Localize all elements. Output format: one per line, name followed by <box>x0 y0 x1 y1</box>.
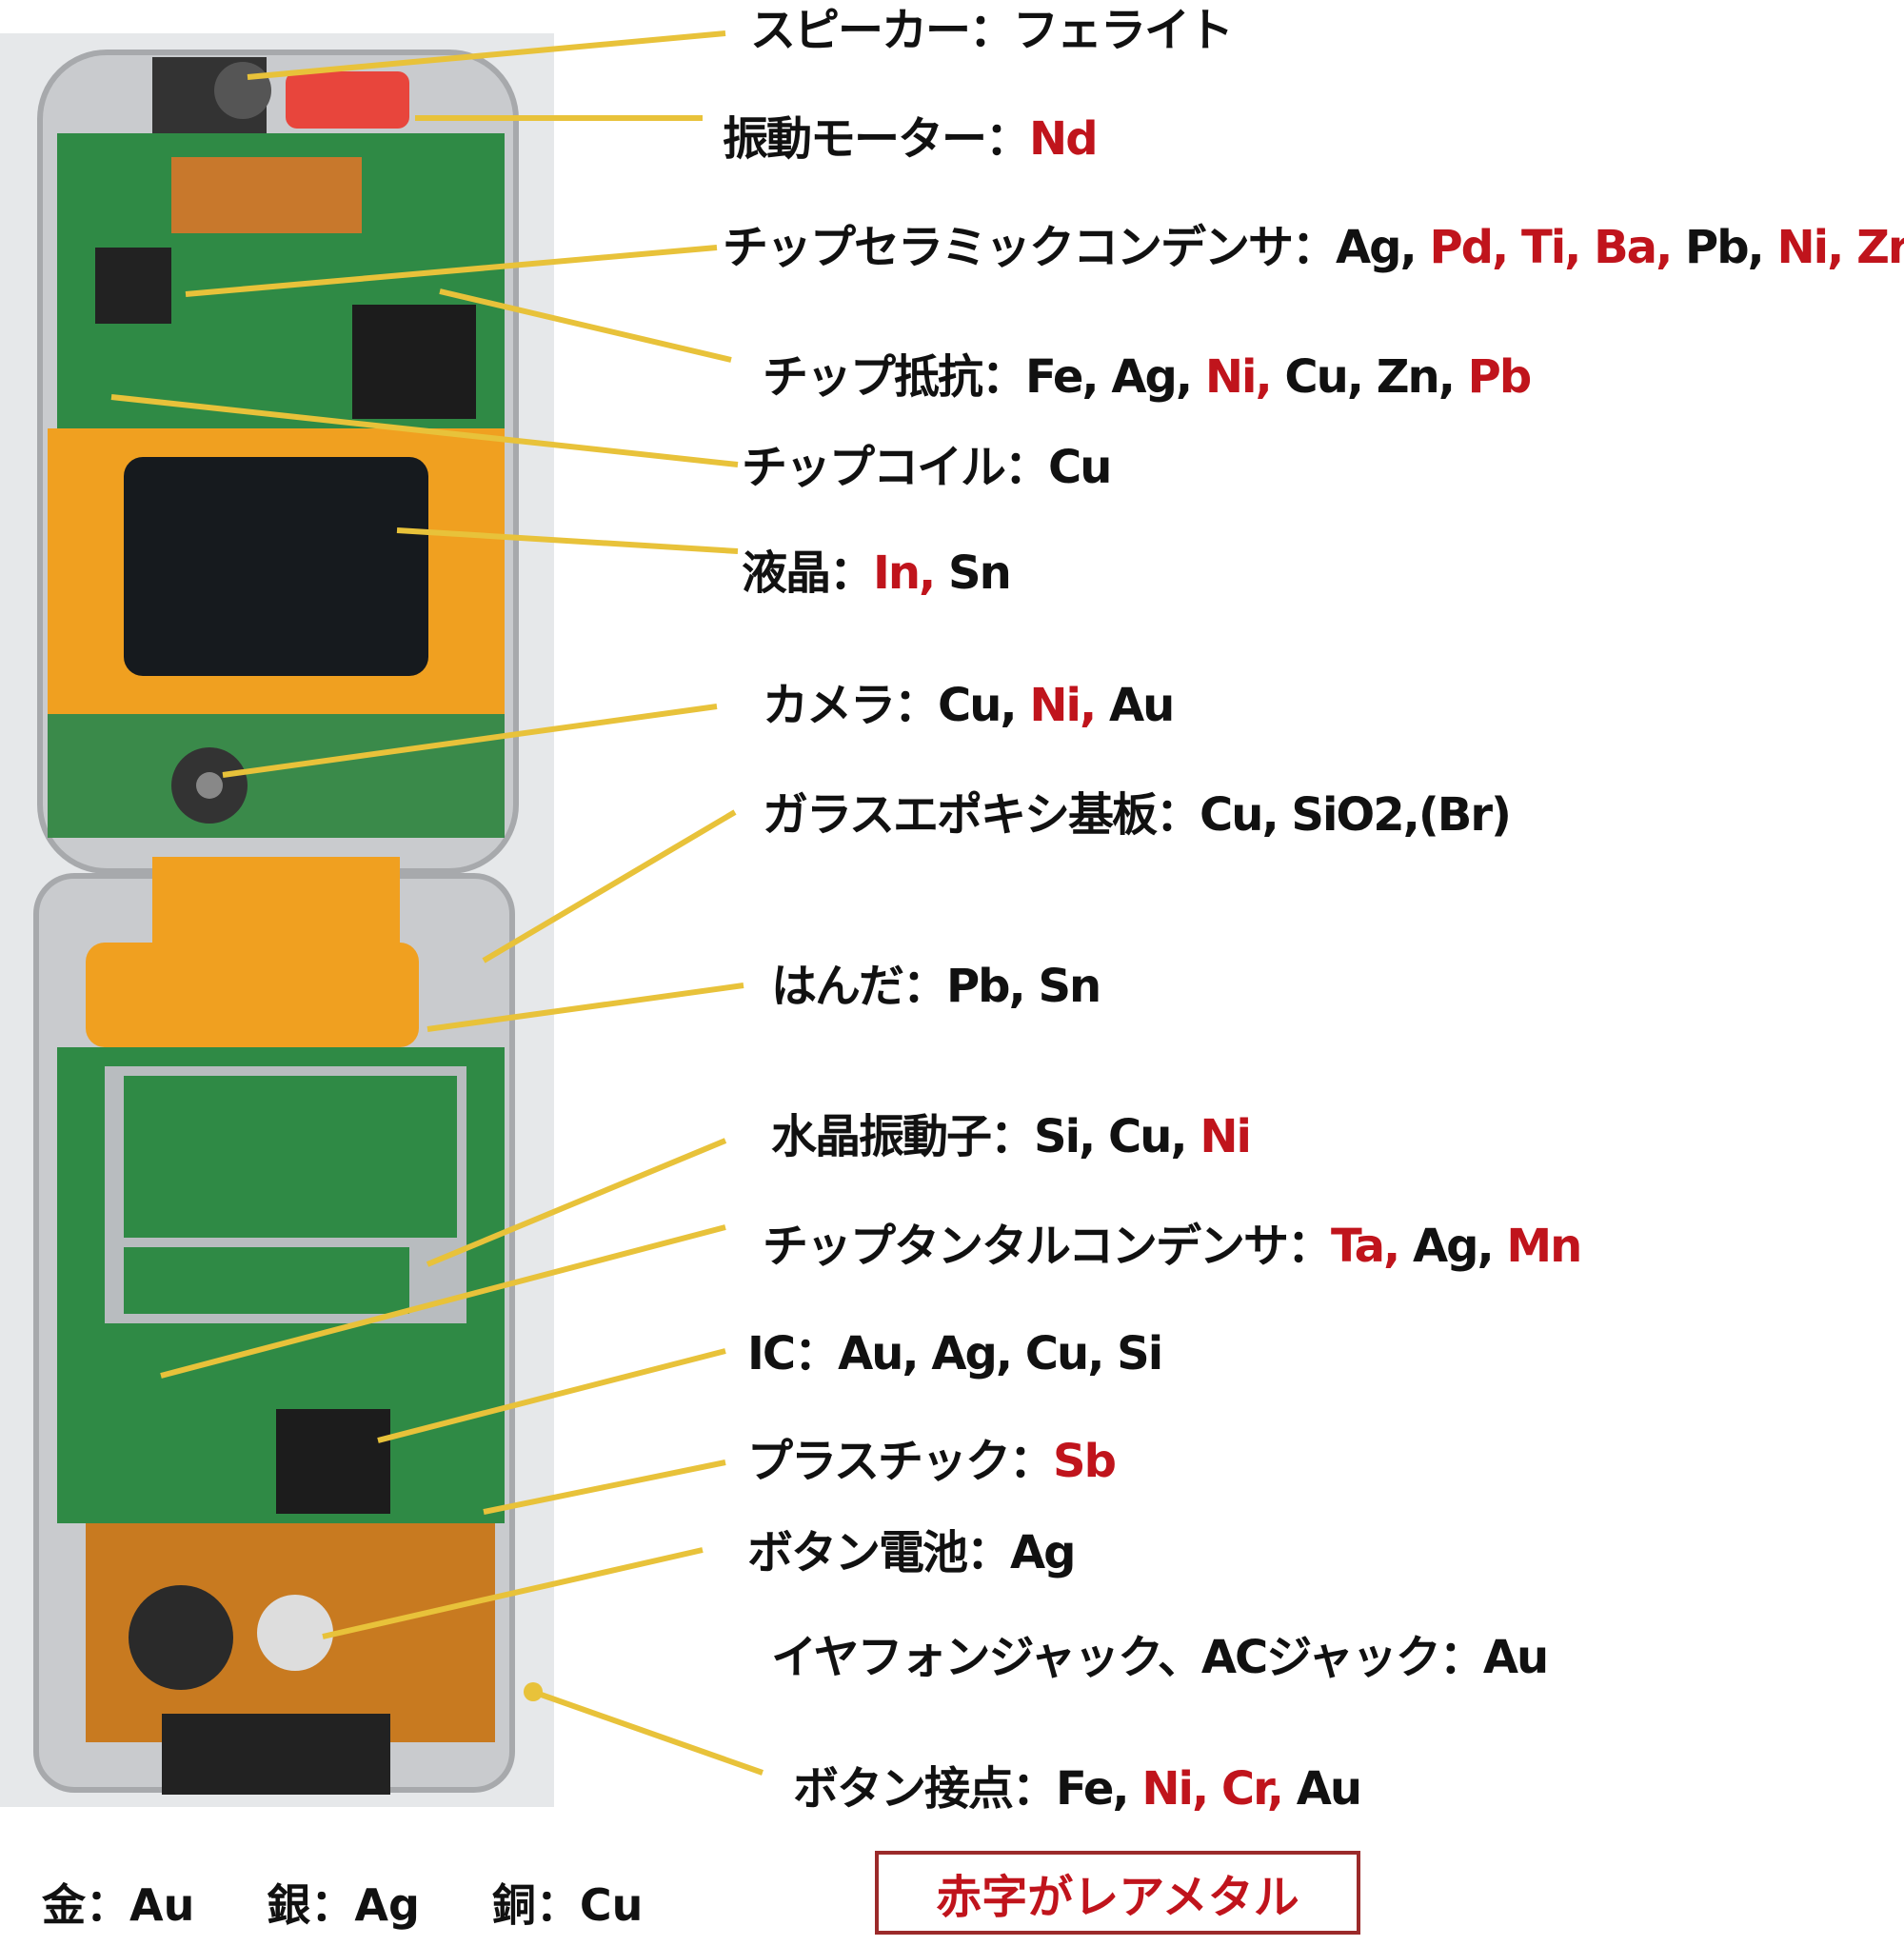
label-text: Cu, Zn, <box>1284 350 1468 404</box>
ic-chip <box>276 1409 390 1514</box>
label-text: Sn <box>948 546 1012 600</box>
component-label: スピーカー：フェライト <box>750 8 1234 53</box>
rare-metal-text: Ni, <box>1029 679 1109 732</box>
component-label: カメラ：Cu, Ni, Au <box>763 683 1175 728</box>
label-text: ボタン電池：Ag <box>747 1526 1077 1579</box>
component-label: 振動モーター：Nd <box>723 116 1099 162</box>
component-label: ボタン接点：Fe, Ni, Cr, Au <box>793 1766 1362 1812</box>
leader-lines <box>110 30 764 1776</box>
label-text: ガラスエポキシ基板：Cu, SiO2,(Br) <box>763 788 1512 842</box>
rare-metal-text: Ni, Zr <box>1776 221 1904 274</box>
label-text: プラスチック： <box>747 1435 1055 1488</box>
label-text: Au <box>1296 1762 1362 1816</box>
metal-legend: 金：Au 銀：Ag 銅：Cu <box>42 1871 700 1934</box>
label-text: 水晶振動子：Si, Cu, <box>771 1110 1200 1163</box>
rare-metal-text: Pd, Ti, Ba, <box>1429 221 1686 274</box>
component-label: チップ抵抗：Fe, Ag, Ni, Cu, Zn, Pb <box>763 354 1532 400</box>
rare-metal-text: Ni, Cr, <box>1141 1762 1297 1816</box>
label-text: チップコイル：Cu <box>742 441 1112 494</box>
component-label: チップコイル：Cu <box>742 445 1112 490</box>
label-text: イヤフォンジャック、ACジャック：Au <box>771 1631 1549 1684</box>
rare-metal-text: Ni <box>1200 1110 1252 1163</box>
legend-gold: 金：Au <box>42 1879 195 1931</box>
rare-metal-text: Pb <box>1467 350 1533 404</box>
label-text: ボタン接点：Fe, <box>793 1762 1142 1816</box>
label-text: IC：Au, Ag, Cu, Si <box>747 1327 1163 1380</box>
label-text: Ag, <box>1412 1220 1507 1273</box>
component-label: 液晶：In, Sn <box>742 550 1012 596</box>
component-label: チップセラミックコンデンサ：Ag, Pd, Ti, Ba, Pb, Ni, Zr <box>723 225 1904 270</box>
rare-metal-text: In, <box>873 546 948 600</box>
component-label: ガラスエポキシ基板：Cu, SiO2,(Br) <box>763 792 1512 838</box>
label-text: スピーカー：フェライト <box>750 4 1234 57</box>
rare-metal-text: Ta, <box>1331 1220 1413 1273</box>
label-text: Pb, <box>1685 221 1777 274</box>
label-text: 液晶： <box>742 546 875 600</box>
rare-metal-note: 赤字がレアメタル <box>875 1851 1360 1935</box>
label-text: チップタンタルコンデンサ： <box>763 1220 1333 1273</box>
lcd-panel <box>124 457 428 676</box>
legend-silver: 銀：Ag <box>267 1879 420 1931</box>
label-text: はんだ：Pb, Sn <box>771 960 1101 1013</box>
component-label: はんだ：Pb, Sn <box>771 963 1101 1009</box>
component-label: イヤフォンジャック、ACジャック：Au <box>771 1635 1549 1680</box>
component-label: ボタン電池：Ag <box>747 1530 1077 1576</box>
speaker-icon <box>214 62 271 119</box>
component-label: チップタンタルコンデンサ：Ta, Ag, Mn <box>763 1223 1582 1269</box>
label-text: チップ抵抗：Fe, Ag, <box>763 350 1205 404</box>
label-text: チップセラミックコンデンサ：Ag, <box>723 221 1430 274</box>
button-battery <box>257 1595 333 1671</box>
rare-metal-note-text: 赤字がレアメタル <box>936 1871 1299 1924</box>
rare-metal-text: Ni, <box>1204 350 1285 404</box>
label-text: Au <box>1108 679 1175 732</box>
rare-metal-text: Nd <box>1029 112 1099 166</box>
component-label: プラスチック：Sb <box>747 1439 1117 1484</box>
vibration-motor <box>286 71 409 129</box>
legend-copper: 銅：Cu <box>491 1879 644 1931</box>
rare-metal-text: Sb <box>1053 1435 1117 1488</box>
component-label: IC：Au, Ag, Cu, Si <box>747 1331 1163 1377</box>
label-text: 振動モーター： <box>723 112 1031 166</box>
rare-metal-text: Mn <box>1506 1220 1582 1273</box>
component-label: 水晶振動子：Si, Cu, Ni <box>771 1114 1252 1160</box>
label-text: カメラ：Cu, <box>763 679 1030 732</box>
